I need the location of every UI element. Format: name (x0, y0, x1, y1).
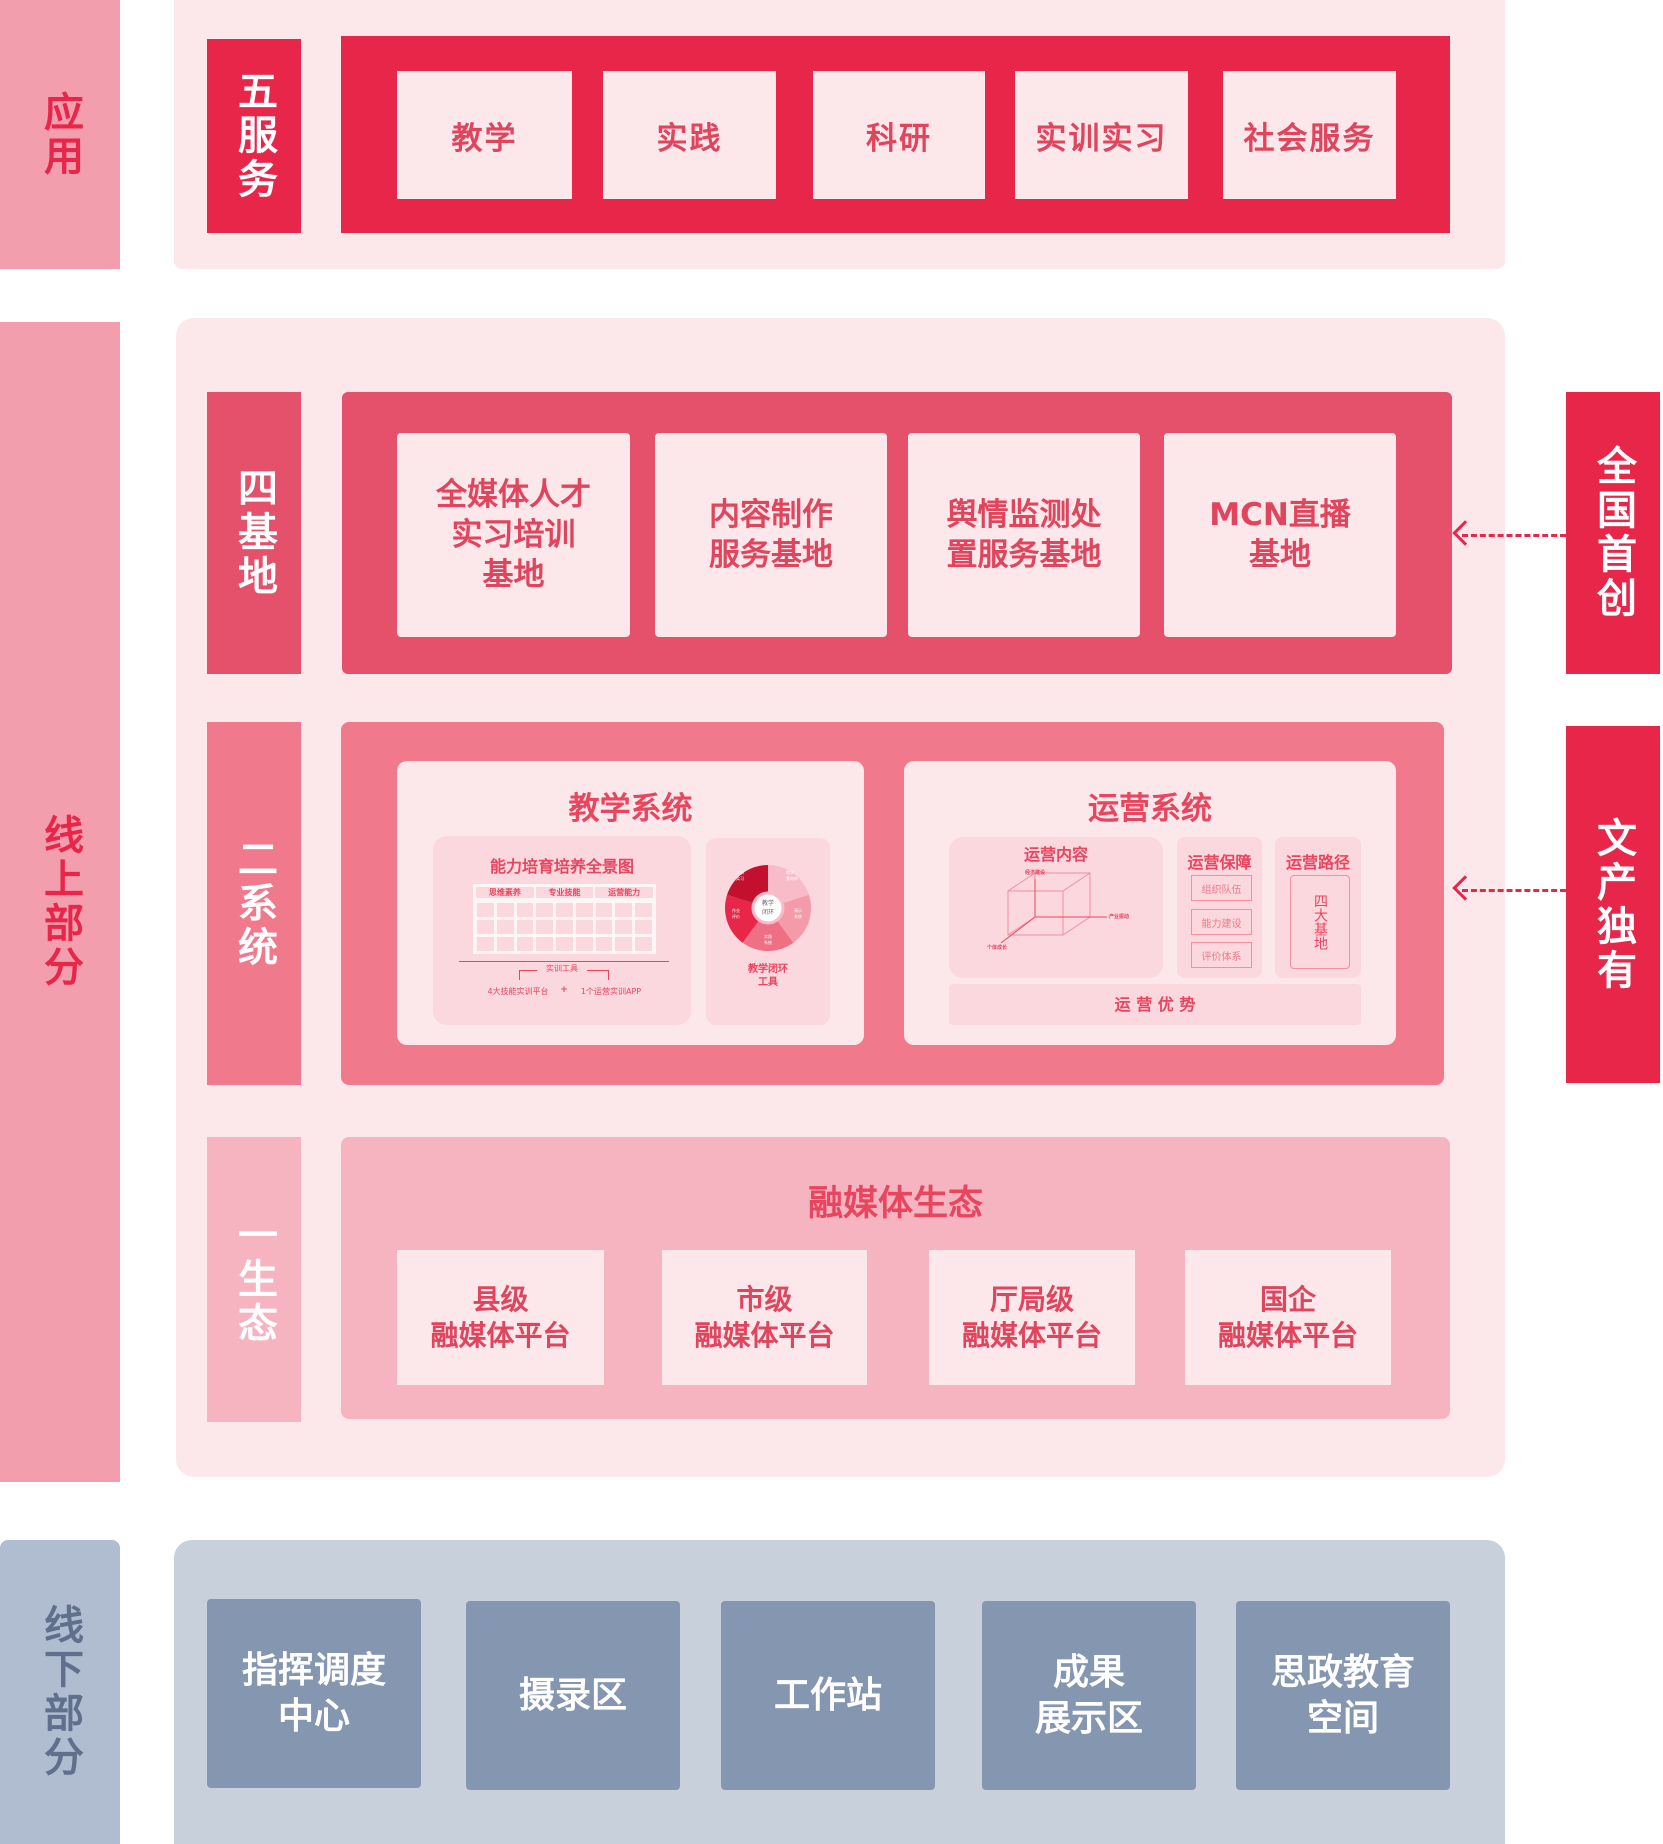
column-operations: 运营能力 (595, 887, 654, 898)
five-services-label: 五服务 (207, 39, 301, 233)
offline-ideological-space: 思政教育 空间 (1236, 1601, 1450, 1790)
section-label-offline: 线下部分 (0, 1540, 120, 1844)
tag-national-first: 全国首创 (1566, 392, 1660, 674)
platform-city: 市级 融媒体平台 (662, 1250, 867, 1385)
section-label-application: 应用 (0, 0, 120, 269)
section-label-online: 线上部分 (0, 322, 120, 1482)
offline-command-center: 指挥调度 中心 (207, 1599, 421, 1788)
service-teaching: 教学 (397, 71, 572, 199)
base-mcn-live: MCN直播 基地 (1164, 433, 1396, 637)
plus-sign: + (560, 985, 568, 995)
operations-path-title: 运营路径 (1285, 853, 1350, 872)
two-systems-label: 二系统 (207, 722, 301, 1085)
loop-card: 教学 闭环 实训 实习 教学 素材库 演示 系统 实践 系统 作业 评价 教学闭… (706, 838, 830, 1025)
loop-segment: 实践 系统 (764, 934, 772, 945)
platform-department: 厅局级 融媒体平台 (929, 1250, 1135, 1385)
loop-segment: 作业 评价 (732, 908, 740, 919)
base-opinion-monitoring: 舆情监测处 置服务基地 (908, 433, 1140, 637)
column-skills: 专业技能 (535, 887, 594, 898)
operations-system-card: 运营系统 运营内容 经济建设 产业振动 个体成长 运营保障 组织队伍 能力建设 … (904, 761, 1396, 1045)
path-item: 四大基地 (1290, 875, 1350, 969)
guarantee-item: 组织队伍 (1191, 875, 1252, 901)
arrow-line (1462, 534, 1566, 537)
app-label: 1个运营实训APP (580, 987, 642, 996)
operations-content-title: 运营内容 (1023, 845, 1088, 864)
teaching-system-card: 教学系统 能力培育培养全景图 思维素养 专业技能 运营能力 实训工具 4大技能实… (397, 761, 864, 1045)
axis-y-label: 经济建设 (1025, 870, 1046, 876)
base-content-production: 内容制作 服务基地 (655, 433, 887, 637)
loop-center-label: 教学 闭环 (761, 900, 774, 916)
teaching-system-title: 教学系统 (568, 791, 693, 827)
service-research: 科研 (813, 71, 985, 199)
four-bases-label: 四基地 (207, 392, 301, 674)
ecology-title: 融媒体生态 (807, 1184, 983, 1224)
loop-pie-chart (724, 865, 812, 952)
panorama-cells (473, 901, 656, 953)
loop-segment: 实训 实习 (736, 870, 744, 881)
offline-workstation: 工作站 (721, 1601, 935, 1790)
panorama-card: 能力培育培养全景图 思维素养 专业技能 运营能力 实训工具 4大技能实训平台 +… (433, 836, 691, 1025)
tool-label: 实训工具 (537, 963, 587, 974)
panorama-grid: 思维素养 专业技能 运营能力 (473, 884, 656, 954)
operations-guarantee-title: 运营保障 (1187, 853, 1252, 872)
operations-path-card: 运营路径 四大基地 (1275, 837, 1361, 978)
platform-county: 县级 融媒体平台 (397, 1250, 604, 1385)
guarantee-item: 评价体系 (1191, 942, 1252, 968)
ecology-label: 一生态 (207, 1137, 301, 1422)
service-internship: 实训实习 (1015, 71, 1188, 199)
service-social: 社会服务 (1223, 71, 1396, 199)
cube-diagram (1000, 872, 1107, 944)
operations-advantage: 运 营 优 势 (949, 984, 1361, 1025)
operations-content-card: 运营内容 经济建设 产业振动 个体成长 (949, 837, 1163, 978)
base-talent-training: 全媒体人才 实习培训 基地 (397, 433, 630, 637)
axis-x-label: 产业振动 (1109, 914, 1130, 920)
loop-segment: 教学 素材库 (786, 870, 798, 881)
service-practice: 实践 (603, 71, 776, 199)
operations-system-title: 运营系统 (1088, 791, 1212, 827)
operations-guarantee-card: 运营保障 组织队伍 能力建设 评价体系 (1177, 837, 1262, 978)
arrow-line (1462, 889, 1566, 892)
offline-showcase: 成果 展示区 (982, 1601, 1196, 1790)
panorama-title: 能力培育培养全景图 (489, 857, 634, 876)
platform-label: 4大技能实训平台 (487, 987, 549, 996)
axis-z-label: 个体成长 (987, 945, 1008, 951)
loop-segment: 演示 系统 (794, 908, 802, 919)
column-thinking: 思维素养 (476, 887, 534, 898)
tag-cultural-unique: 文产独有 (1566, 726, 1660, 1083)
offline-recording-area: 摄录区 (466, 1601, 680, 1790)
guarantee-item: 能力建设 (1191, 909, 1252, 935)
tool-line (459, 961, 669, 962)
loop-title: 教学闭环 工具 (748, 964, 788, 988)
platform-soe: 国企 融媒体平台 (1185, 1250, 1391, 1385)
